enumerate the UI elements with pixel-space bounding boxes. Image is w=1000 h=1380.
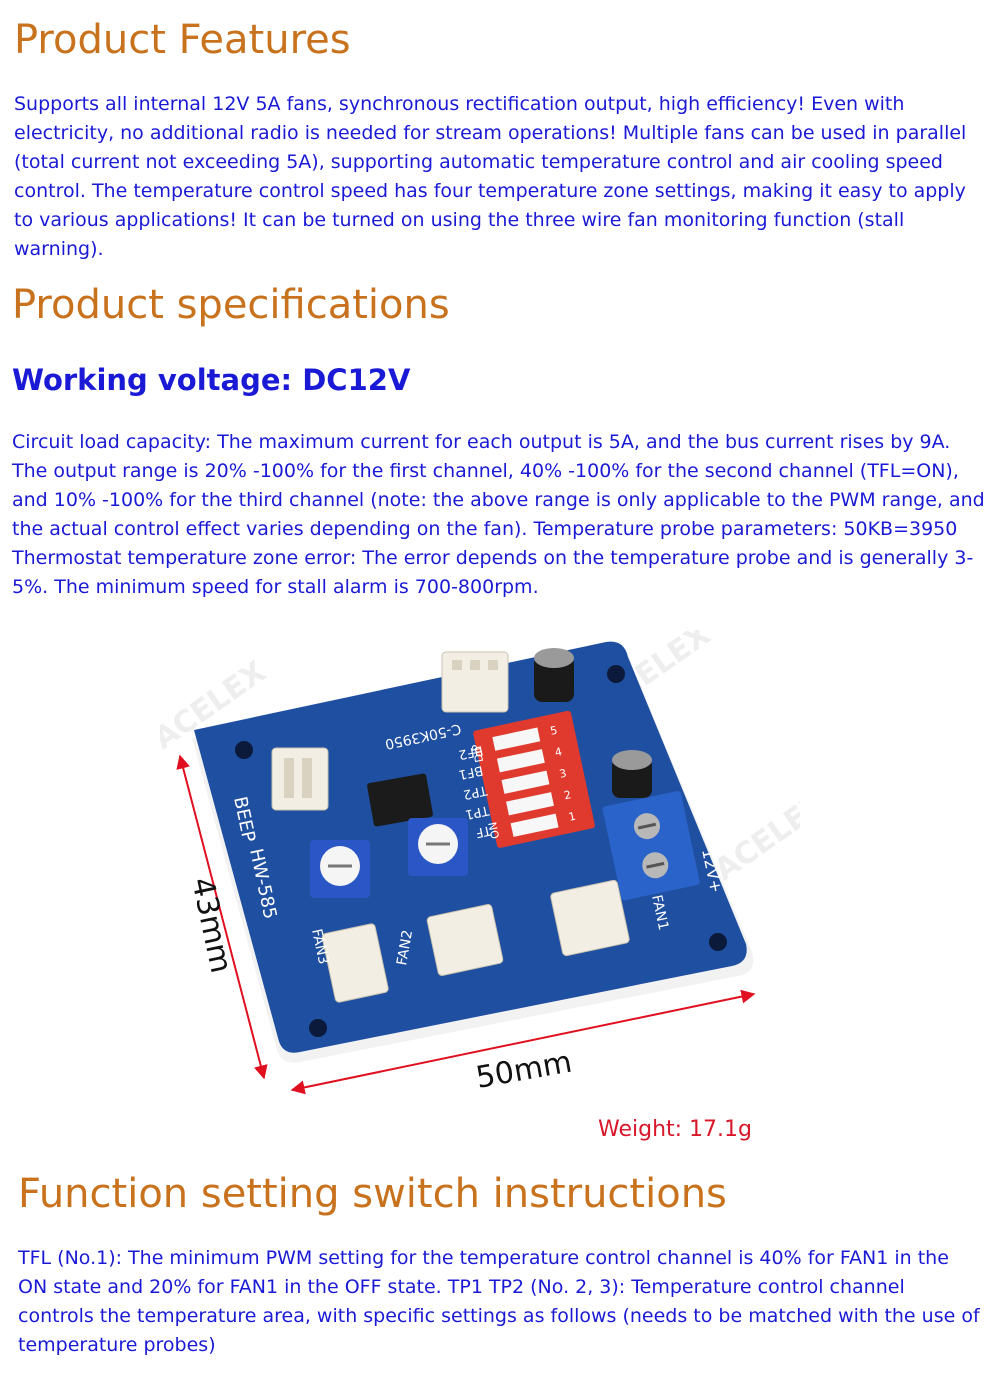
features-heading: Product Features — [14, 17, 351, 63]
bf1-label: BF1 — [457, 762, 484, 782]
switch-number: 2 — [563, 788, 573, 802]
on-label: ON — [486, 821, 502, 840]
tp1-label: TP1 — [464, 802, 492, 822]
capacitor — [612, 750, 652, 798]
features-text: Supports all internal 12V 5A fans, synch… — [14, 93, 967, 260]
top-connector — [441, 651, 509, 713]
mounting-hole — [235, 741, 253, 759]
beep-connector — [271, 747, 329, 811]
height-dimension-arrow — [176, 754, 268, 1080]
fan3-label: FAN3 — [308, 928, 331, 966]
capacitor — [534, 648, 574, 702]
switch-number: 5 — [549, 724, 559, 738]
switch-number: 4 — [554, 745, 564, 759]
tp2-label: TP2 — [462, 782, 490, 802]
width-dimension-arrow — [290, 989, 756, 1095]
power-terminal — [602, 790, 700, 901]
mounting-hole — [709, 933, 727, 951]
dip-switch: DIP ON 1 2 3 4 5 — [470, 710, 595, 848]
potentiometer — [408, 818, 468, 876]
width-dimension-label: 50mm — [473, 1045, 574, 1096]
function-text: TFL (No.1): The minimum PWM setting for … — [18, 1247, 980, 1356]
tf-label: TF — [474, 822, 493, 840]
fan1-connector — [550, 879, 630, 957]
chip — [367, 773, 433, 827]
fan1-label: FAN1 — [648, 894, 671, 932]
mounting-hole — [607, 665, 625, 683]
height-dimension-label: 43mm — [184, 874, 238, 976]
weight-label: Weight: 17.1g — [598, 1117, 752, 1142]
fan2-label: FAN2 — [394, 929, 416, 967]
working-voltage: Working voltage: DC12V — [12, 363, 411, 397]
specifications-text: Circuit load capacity: The maximum curre… — [12, 431, 985, 598]
product-image: ACELEX ACELEX ACELEX DIP — [160, 630, 800, 1096]
fan2-connector — [426, 904, 504, 976]
switch-number: 1 — [567, 810, 577, 824]
mounting-hole — [309, 1019, 327, 1037]
specifications-heading: Product specifications — [12, 282, 450, 328]
switch-number: 3 — [558, 767, 568, 781]
dip-label: DIP — [470, 743, 487, 764]
function-heading: Function setting switch instructions — [18, 1171, 727, 1217]
bf2-label: BF2 — [457, 742, 484, 762]
potentiometer — [310, 840, 370, 898]
